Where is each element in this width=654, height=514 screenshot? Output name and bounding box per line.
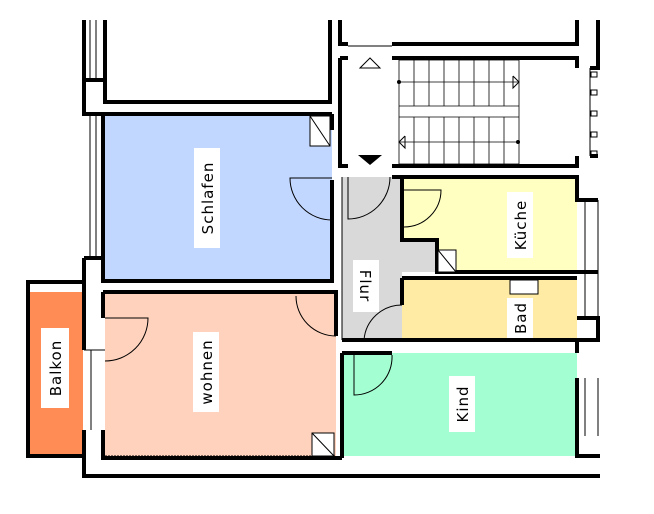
label-kueche: Küche [507, 192, 533, 258]
walls [26, 20, 600, 478]
svg-text:Bad: Bad [512, 302, 530, 334]
label-bad: Bad [507, 298, 533, 338]
entrance-arrow-icon [358, 155, 382, 165]
svg-text:Küche: Küche [512, 200, 530, 251]
svg-text:wohnen: wohnen [198, 339, 216, 404]
svg-text:Flur: Flur [356, 270, 374, 302]
label-kind: Kind [449, 376, 475, 432]
svg-text:Kind: Kind [454, 385, 472, 422]
label-schlafen: Schlafen [194, 148, 220, 248]
staircase [358, 57, 598, 165]
label-flur: Flur [353, 260, 379, 312]
room-kueche[interactable] [402, 177, 577, 272]
room-wohnen[interactable] [105, 292, 336, 457]
up-arrow-icon [358, 57, 382, 69]
room-bad[interactable] [402, 278, 577, 340]
label-balkon: Balkon [41, 328, 69, 408]
svg-text:Balkon: Balkon [47, 340, 65, 397]
doors [104, 115, 539, 457]
svg-text:Schlafen: Schlafen [199, 162, 217, 235]
label-wohnen: wohnen [193, 332, 219, 412]
